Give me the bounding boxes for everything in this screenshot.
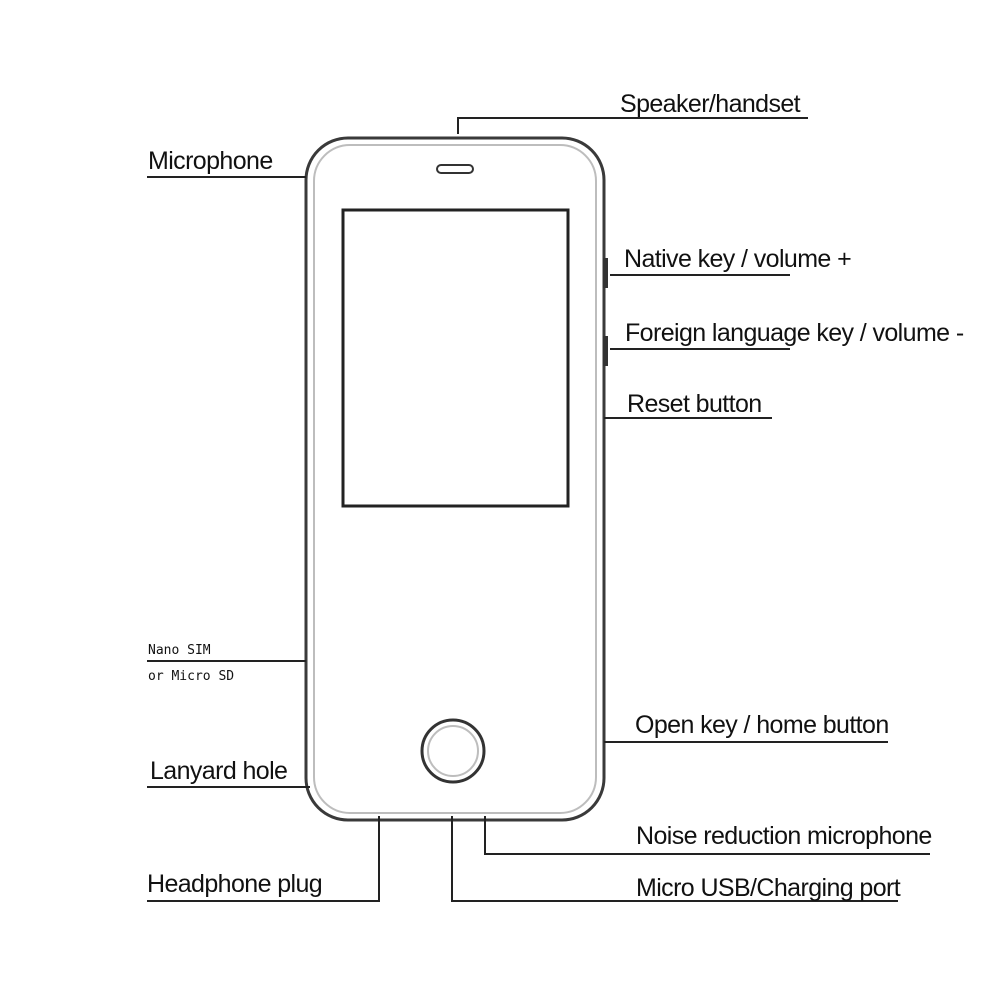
sim-label-line2: or Micro SD [148,669,235,684]
microphone-label: Microphone [148,147,273,175]
usb-leader [451,816,898,902]
volume-down-button [603,336,608,366]
headphone-label: Headphone plug [147,870,323,898]
noise-mic-leader [484,816,930,855]
noise-mic-label: Noise reduction microphone [636,822,932,850]
native-key-label: Native key / volume + [624,245,852,273]
open-key-label: Open key / home button [635,711,889,739]
speaker-label: Speaker/handset [620,90,801,118]
reset-label: Reset button [627,390,762,418]
volume-up-button [603,258,608,288]
usb-label: Micro USB/Charging port [636,874,901,902]
sim-label-line1: Nano SIM [148,643,211,658]
headphone-leader [147,816,380,902]
earpiece-slot [436,164,474,174]
foreign-key-label: Foreign language key / volume - [625,319,964,347]
screen [341,208,570,508]
lanyard-label: Lanyard hole [150,757,288,785]
home-button [420,718,486,784]
speaker-leader [457,117,808,134]
